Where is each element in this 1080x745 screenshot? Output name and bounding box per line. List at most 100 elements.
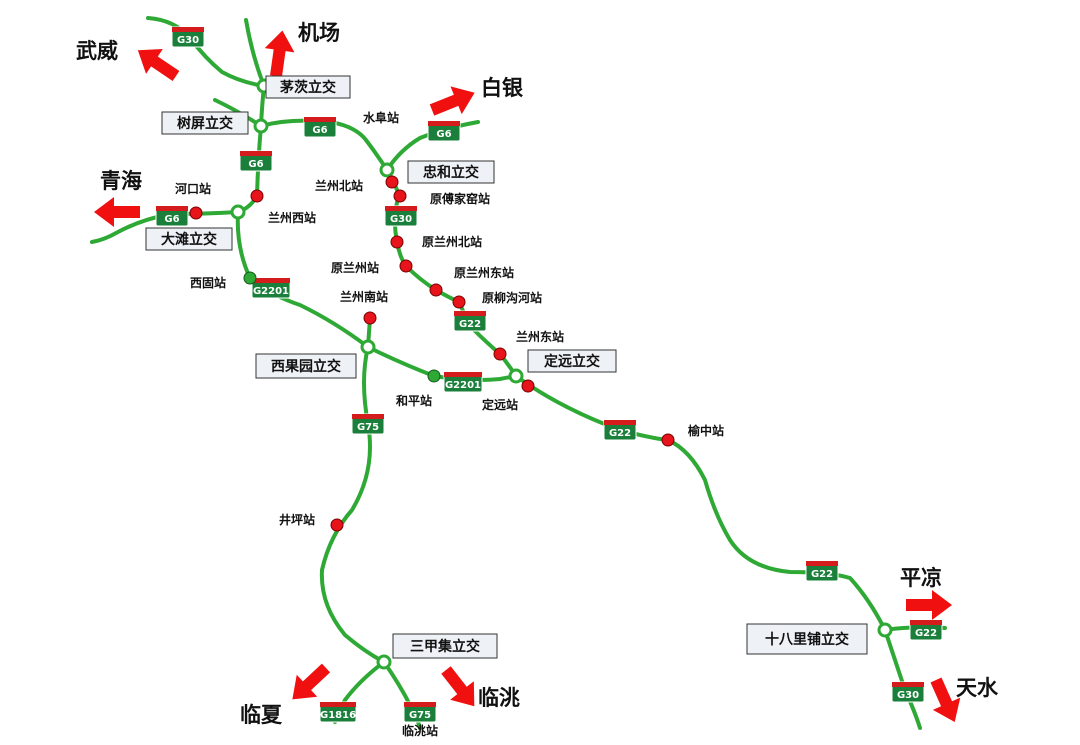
dot-yuzhong (661, 433, 675, 447)
dot-lanzhou-west (250, 189, 264, 203)
label-lanzhou-west: 兰州西站 (268, 210, 316, 225)
shield-g75-a: G75 (351, 413, 385, 435)
box-sanjiaji: 三甲集立交 (392, 633, 498, 659)
shield-g22-a: G22 (453, 310, 487, 332)
dot-lanzhou-north (385, 175, 399, 189)
shield-g2201-b: G2201 (443, 371, 483, 393)
svg-text:G22: G22 (811, 569, 833, 580)
road-g22-east (514, 374, 887, 632)
label-yuanfujiayao: 原傅家窑站 (430, 191, 490, 206)
svg-text:G2201: G2201 (253, 286, 289, 297)
dot-yuan-liugouhe (452, 295, 466, 309)
shield-g2201-a: G2201 (251, 277, 291, 299)
box-xiguoyuan: 西果园立交 (255, 353, 357, 379)
box-shuping: 树屏立交 (161, 111, 249, 135)
svg-text:大滩立交: 大滩立交 (161, 231, 217, 248)
dot-heping (427, 369, 441, 383)
svg-text:G75: G75 (409, 710, 431, 721)
label-yuzhong: 榆中站 (688, 423, 724, 438)
label-lintao: 临洮 (478, 686, 520, 710)
node-shuping (253, 118, 269, 134)
label-hekou: 河口站 (174, 181, 211, 196)
svg-text:三甲集立交: 三甲集立交 (410, 638, 480, 655)
arrow-pingliang-icon (906, 590, 952, 620)
svg-text:G1816: G1816 (320, 710, 356, 721)
svg-text:G6: G6 (164, 214, 179, 225)
svg-text:G6: G6 (248, 159, 263, 170)
shield-g6-a: G6 (303, 116, 337, 138)
label-shuifu: 水阜站 (363, 110, 399, 125)
svg-text:树屏立交: 树屏立交 (177, 115, 233, 132)
label-lanzhou-south: 兰州南站 (340, 289, 388, 304)
svg-text:G30: G30 (897, 690, 919, 701)
shield-g6-c: G6 (239, 150, 273, 172)
dot-dingyuan (521, 379, 535, 393)
svg-text:G22: G22 (609, 428, 631, 439)
svg-text:G2201: G2201 (445, 380, 481, 391)
svg-text:G22: G22 (915, 628, 937, 639)
label-yuan-lanzhou: 原兰州站 (331, 260, 379, 275)
dot-hekou (189, 206, 203, 220)
arrow-qinghai-icon (94, 197, 140, 227)
label-lanzhou-east: 兰州东站 (516, 329, 564, 344)
dot-xigu (243, 271, 257, 285)
dot-yuan-lanzhou (399, 259, 413, 273)
road-g75 (319, 345, 386, 664)
highway-shields: G30 G6 G6 G6 G6 G30 (155, 26, 943, 723)
label-lintao-station: 临洮站 (402, 723, 438, 738)
arrow-airport-icon (261, 28, 298, 79)
label-linxia: 临夏 (240, 703, 283, 727)
shield-g22-b: G22 (603, 419, 637, 441)
shield-g6-d: G6 (155, 205, 189, 227)
label-airport: 机场 (298, 21, 340, 45)
svg-text:G6: G6 (312, 125, 327, 136)
station-labels: 水阜站 兰州北站 原傅家窑站 河口站 兰州西站 原兰州北站 原兰州站 原兰州东站… (174, 110, 724, 738)
road-g6-east (259, 118, 389, 172)
dot-jingping (330, 518, 344, 532)
dot-yuan-lanzhou-north (390, 235, 404, 249)
label-pingliang: 平凉 (900, 566, 942, 590)
label-baiyin: 白银 (481, 76, 524, 100)
destination-labels: 武威 机场 白银 青海 平凉 天水 临夏 临洮 (76, 21, 999, 727)
svg-text:西果园立交: 西果园立交 (271, 358, 341, 375)
station-dots (189, 175, 675, 532)
road-g30-tianshui (883, 628, 922, 730)
shield-g75-b: G75 (403, 701, 437, 723)
box-datan: 大滩立交 (145, 227, 233, 251)
dot-lanzhou-east (493, 347, 507, 361)
shield-g22-d: G22 (909, 619, 943, 641)
node-sanjiaji (376, 654, 392, 670)
svg-text:G30: G30 (177, 35, 199, 46)
label-jingping: 井坪站 (279, 512, 315, 527)
node-zhonghe (379, 162, 395, 178)
svg-text:G6: G6 (436, 129, 451, 140)
box-dingyuan: 定远立交 (527, 349, 617, 373)
shield-g30-north: G30 (171, 26, 205, 48)
label-wuwei: 武威 (76, 39, 118, 63)
shield-g30-mid: G30 (384, 205, 418, 227)
svg-text:十八里铺立交: 十八里铺立交 (765, 631, 849, 648)
arrow-baiyin-icon (426, 78, 481, 124)
road-g2201-east (366, 345, 518, 382)
shield-g22-c: G22 (805, 560, 839, 582)
interchange-labels: 茅茨立交 树屏立交 忠和立交 大滩立交 西果园立交 定远立交 十八里铺立交 三 (145, 75, 868, 659)
label-yuan-lanzhou-north: 原兰州北站 (422, 234, 482, 249)
interchange-nodes (230, 78, 893, 670)
svg-text:定远立交: 定远立交 (544, 353, 600, 370)
label-heping: 和平站 (395, 393, 432, 408)
node-datan (230, 204, 246, 220)
road-g30-north (146, 16, 266, 88)
dot-yuanfujiayao (393, 189, 407, 203)
svg-text:G30: G30 (390, 214, 412, 225)
node-dingyuan (508, 368, 524, 384)
label-yuan-lanzhou-east: 原兰州东站 (454, 265, 514, 280)
label-xigu: 西固站 (190, 275, 226, 290)
box-zhonghe: 忠和立交 (407, 160, 495, 184)
dot-yuan-lanzhou-east (429, 283, 443, 297)
node-shibalipu (877, 622, 893, 638)
shield-g6-b: G6 (427, 120, 461, 142)
road-airport (244, 18, 266, 88)
label-qinghai: 青海 (100, 169, 142, 193)
